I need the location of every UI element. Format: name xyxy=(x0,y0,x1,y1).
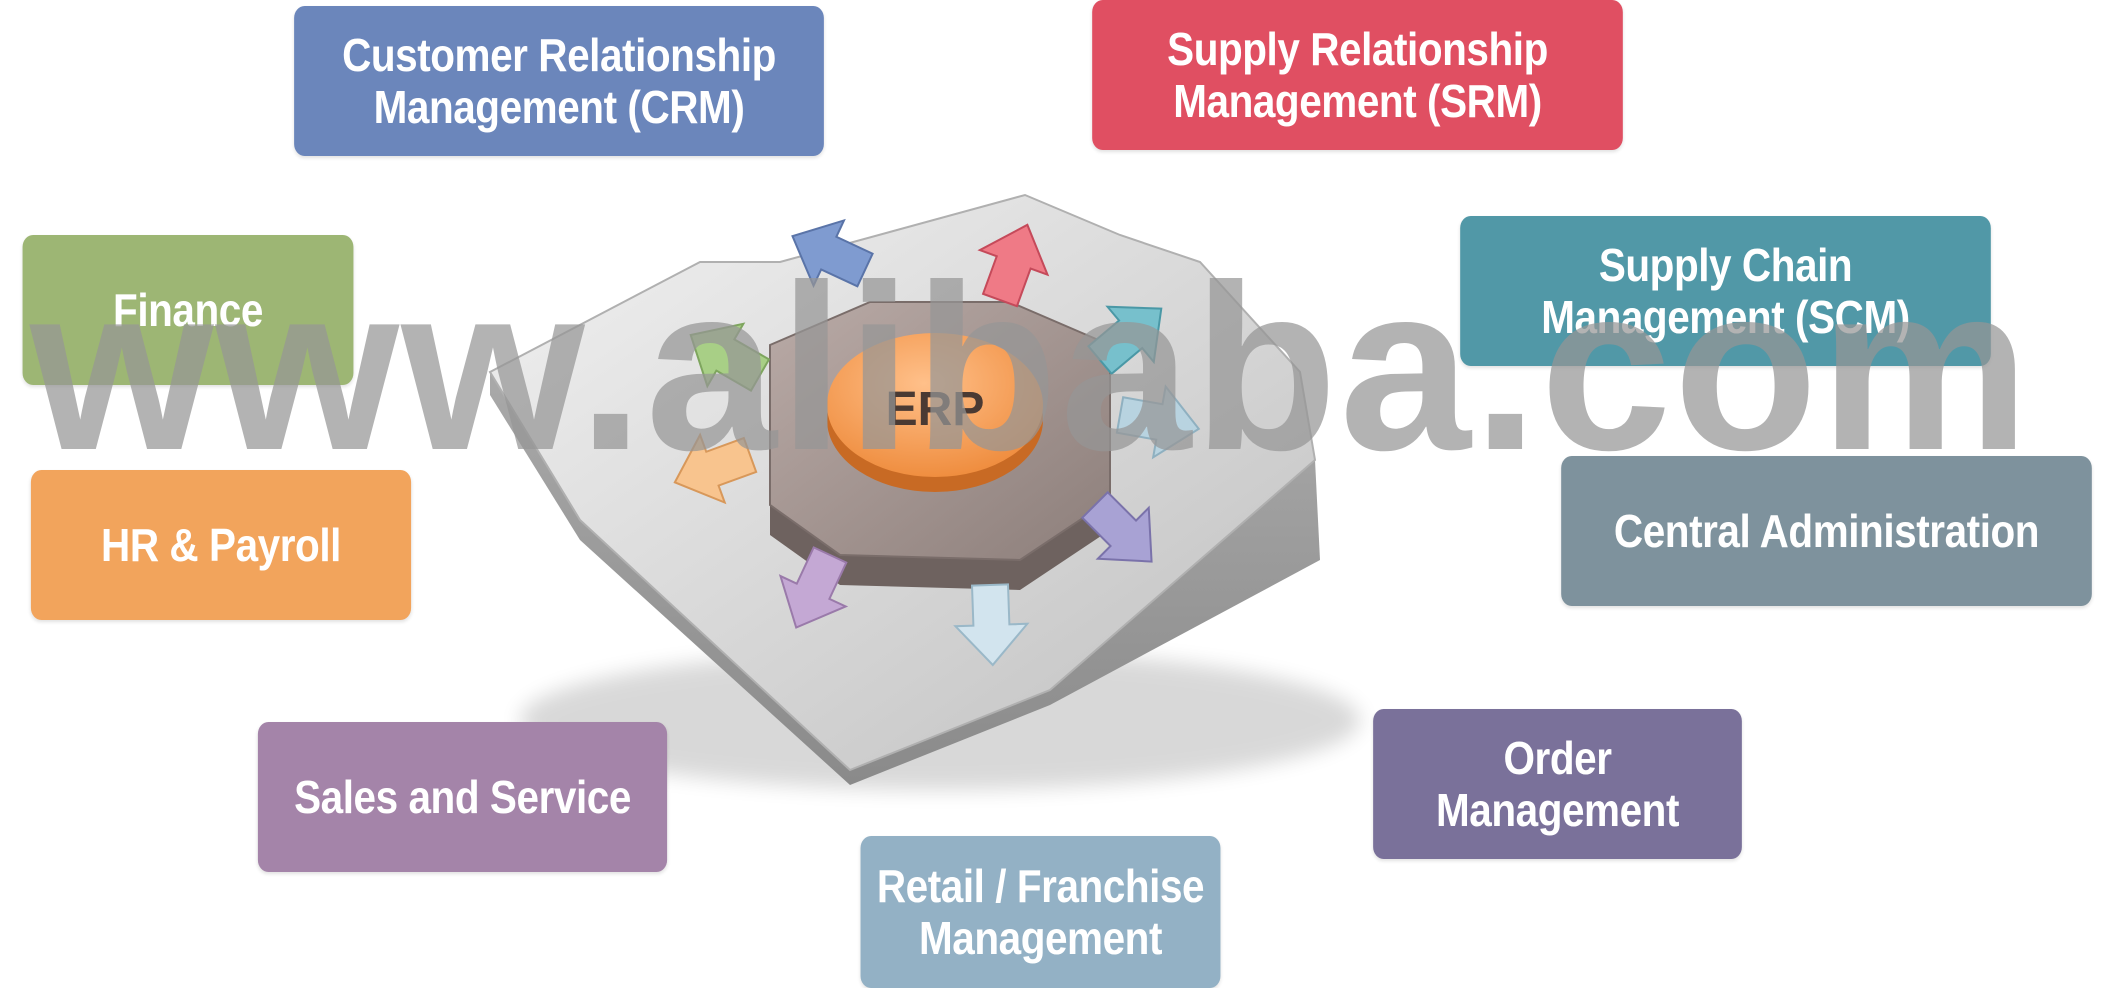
order-management-module-label: Order Management xyxy=(1435,732,1680,836)
arrow-central xyxy=(1115,384,1201,460)
erp-hub-label: ERP xyxy=(886,383,985,436)
arrow-sales xyxy=(778,546,849,629)
arrow-finance xyxy=(689,322,771,392)
arrow-srm xyxy=(977,223,1050,308)
arrow-order xyxy=(1080,490,1153,563)
retail-franchise-module-label: Retail / Franchise Management xyxy=(876,860,1205,964)
srm-module-label: Supply Relationship Management (SRM) xyxy=(1167,23,1548,127)
central-administration-module-label: Central Administration xyxy=(1613,505,2040,557)
order-management-module-box: Order Management xyxy=(1373,709,1742,859)
finance-module-box: Finance xyxy=(22,235,354,385)
scm-module-label: Supply Chain Management (SCM) xyxy=(1541,239,1910,343)
sales-service-module-box: Sales and Service xyxy=(257,722,668,872)
erp-hub-disc xyxy=(827,333,1043,477)
hub-hexagon-side xyxy=(770,500,1110,590)
hr-payroll-module-label: HR & Payroll xyxy=(101,519,341,571)
srm-module-box: Supply Relationship Management (SRM) xyxy=(1092,0,1623,150)
arrow-hr xyxy=(673,432,758,505)
crm-module-label: Customer Relationship Management (CRM) xyxy=(342,29,776,133)
retail-franchise-module-box: Retail / Franchise Management xyxy=(860,836,1221,988)
arrow-scm xyxy=(1087,305,1163,376)
hr-payroll-module-box: HR & Payroll xyxy=(30,470,412,620)
arrow-retail xyxy=(953,583,1030,667)
sales-service-module-label: Sales and Service xyxy=(294,771,631,823)
central-administration-module-box: Central Administration xyxy=(1561,456,2092,606)
finance-module-label: Finance xyxy=(113,284,263,336)
crm-module-box: Customer Relationship Management (CRM) xyxy=(294,6,824,156)
arrow-crm xyxy=(791,218,874,289)
scm-module-box: Supply Chain Management (SCM) xyxy=(1460,216,1991,366)
